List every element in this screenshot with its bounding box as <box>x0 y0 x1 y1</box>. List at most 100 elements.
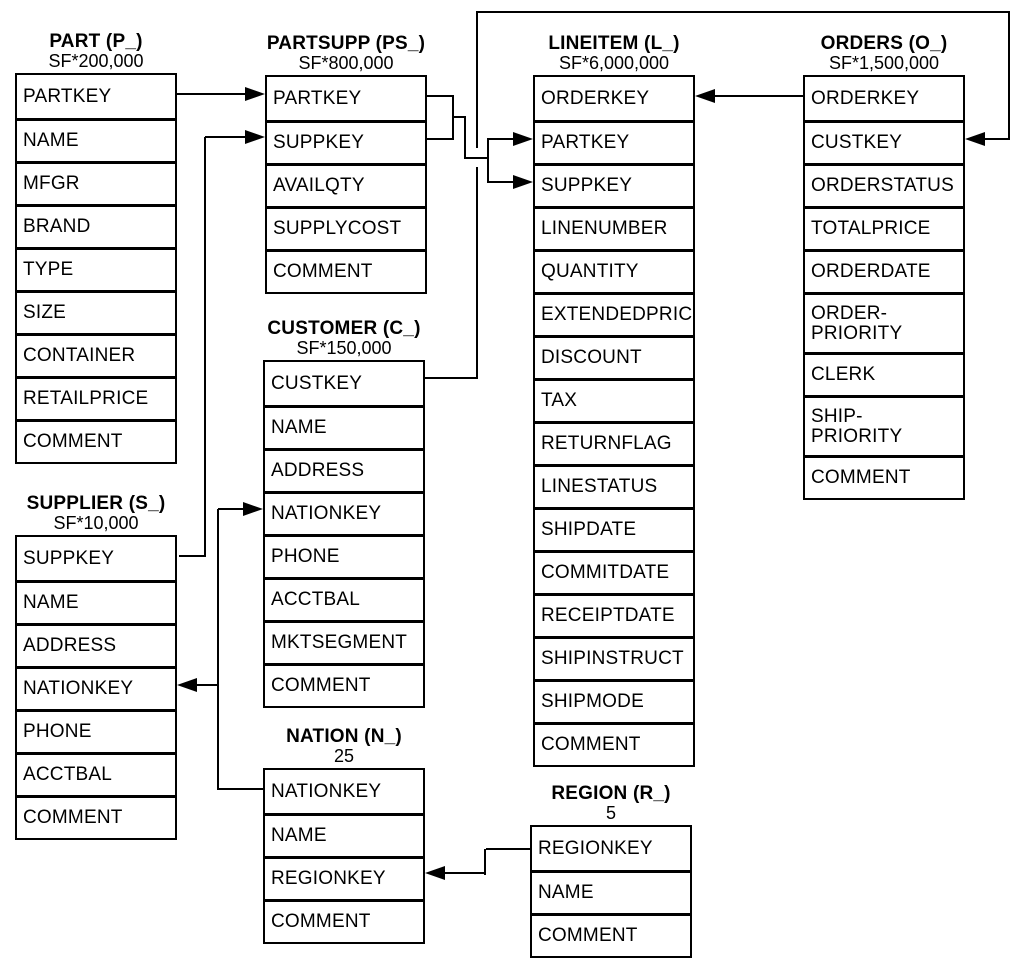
relationship-line-partsupp-lineitem <box>427 138 454 140</box>
relationship-line-part-partsupp <box>177 93 247 95</box>
part-column-row: NAME <box>17 118 175 161</box>
nation-cardinality-label: 25 <box>333 746 355 766</box>
relationship-line-partsupp-lineitem <box>488 138 515 140</box>
partsupp-table-title: PARTSUPP (PS_) <box>266 33 426 54</box>
orders-column-row: ORDERKEY <box>811 87 920 109</box>
orders-column-row: ORDERDATE <box>805 249 963 292</box>
relationship-line-supplier-partsupp <box>179 555 206 557</box>
customer-column-row: CUSTKEY <box>271 372 363 394</box>
relationship-line-nation-customer <box>218 788 264 790</box>
lineitem-column-row: COMMENT <box>535 722 693 765</box>
part-column-row: COMMENT <box>17 419 175 462</box>
part-column-row: BRAND <box>17 204 175 247</box>
region-cardinality-label: 5 <box>605 803 616 823</box>
part-column-row: TYPE <box>17 247 175 290</box>
lineitem-column-row: COMMITDATE <box>535 550 693 593</box>
lineitem-column-row: SUPPKEY <box>535 163 693 206</box>
relationship-line-customer-orders <box>476 11 478 148</box>
nation-column-row: NATIONKEY <box>271 780 382 802</box>
relationship-line-partsupp-lineitem <box>465 157 489 159</box>
relationship-line-region-nation <box>484 849 486 875</box>
relationship-line-partsupp-lineitem <box>453 116 466 118</box>
supplier-table-header: SUPPLIER (S_)SF*10,000 <box>0 494 227 533</box>
part-table-header: PART (P_)SF*200,000 <box>0 32 227 71</box>
relationship-line-nation-customer <box>217 509 219 790</box>
lineitem-column-row: LINESTATUS <box>535 464 693 507</box>
nation-column-row: COMMENT <box>265 899 423 942</box>
customer-column-row: NAME <box>265 405 423 448</box>
relationship-line-supplier-partsupp <box>205 136 246 138</box>
lineitem-column-row: RETURNFLAG <box>535 421 693 464</box>
arrowhead-icon-orders-lineitem <box>695 89 715 103</box>
relationship-line-customer-orders <box>984 138 1010 140</box>
relationship-line-region-nation <box>486 848 531 850</box>
lineitem-column-row: SHIPMODE <box>535 679 693 722</box>
relationship-line-orders-lineitem <box>714 95 803 97</box>
orders-column-row: ORDER- PRIORITY <box>805 292 963 352</box>
lineitem-column-row: TAX <box>535 378 693 421</box>
relationship-line-customer-orders <box>425 377 478 379</box>
customer-table-title: CUSTOMER (C_) <box>267 318 421 339</box>
region-table-title: REGION (R_) <box>551 783 671 804</box>
region-table-header: REGION (R_)5 <box>480 784 742 823</box>
lineitem-column-row: SHIPINSTRUCT <box>535 636 693 679</box>
relationship-line-nation-customer <box>218 508 245 510</box>
lineitem-cardinality-label: SF*6,000,000 <box>558 53 670 73</box>
relationship-line-customer-orders <box>1008 11 1010 140</box>
partsupp-table-header: PARTSUPP (PS_)SF*800,000 <box>215 34 477 73</box>
lineitem-column-row: SHIPDATE <box>535 507 693 550</box>
relationship-line-supplier-partsupp <box>204 137 206 557</box>
supplier-column-row: PHONE <box>17 709 175 752</box>
relationship-line-partsupp-lineitem <box>427 95 454 97</box>
lineitem-column-row: DISCOUNT <box>535 335 693 378</box>
relationship-line-partsupp-lineitem <box>464 116 466 159</box>
partsupp-column-row: COMMENT <box>267 249 425 292</box>
customer-column-row: PHONE <box>265 534 423 577</box>
partsupp-column-row: SUPPKEY <box>267 120 425 163</box>
orders-cardinality-label: SF*1,500,000 <box>828 53 940 73</box>
supplier-cardinality-label: SF*10,000 <box>53 513 139 533</box>
orders-table-header: ORDERS (O_)SF*1,500,000 <box>753 34 1015 73</box>
lineitem-column-row: QUANTITY <box>535 249 693 292</box>
lineitem-column-row: EXTENDEDPRICE <box>535 292 693 335</box>
arrowhead-icon-nation-supplier <box>177 678 197 692</box>
supplier-table-title: SUPPLIER (S_) <box>26 493 166 514</box>
part-cardinality-label: SF*200,000 <box>48 51 144 71</box>
region-column-row: REGIONKEY <box>538 837 653 859</box>
customer-column-row: ACCTBAL <box>265 577 423 620</box>
nation-column-row: NAME <box>265 813 423 856</box>
part-table-title: PART (P_) <box>49 31 143 52</box>
nation-table-header: NATION (N_)25 <box>213 727 475 766</box>
customer-cardinality-label: SF*150,000 <box>296 338 392 358</box>
customer-table-header: CUSTOMER (C_)SF*150,000 <box>213 319 475 358</box>
part-column-row: PARTKEY <box>23 85 112 107</box>
supplier-column-row: SUPPKEY <box>23 547 115 569</box>
orders-table-title: ORDERS (O_) <box>820 33 948 54</box>
arrowhead-icon-partsupp-lineitem <box>513 132 533 146</box>
arrowhead-icon-part-partsupp <box>245 87 265 101</box>
customer-column-row: COMMENT <box>265 663 423 706</box>
relationship-line-partsupp-lineitem <box>487 138 489 183</box>
orders-column-row: CUSTKEY <box>805 120 963 163</box>
orders-column-row: CLERK <box>805 352 963 395</box>
nation-table-title: NATION (N_) <box>286 726 402 747</box>
part-column-row: MFGR <box>17 161 175 204</box>
relationship-line-customer-orders <box>476 167 478 379</box>
arrowhead-icon-nation-customer <box>243 502 263 516</box>
region-column-row: COMMENT <box>532 913 690 956</box>
part-column-row: SIZE <box>17 290 175 333</box>
orders-column-row: ORDERSTATUS <box>805 163 963 206</box>
supplier-column-row: ADDRESS <box>17 623 175 666</box>
relationship-line-customer-orders <box>476 11 1010 13</box>
arrowhead-icon-partsupp-lineitem <box>513 175 533 189</box>
lineitem-column-row: LINENUMBER <box>535 206 693 249</box>
orders-column-row: SHIP- PRIORITY <box>805 395 963 455</box>
arrowhead-icon-supplier-partsupp <box>245 130 265 144</box>
supplier-column-row: COMMENT <box>17 795 175 838</box>
